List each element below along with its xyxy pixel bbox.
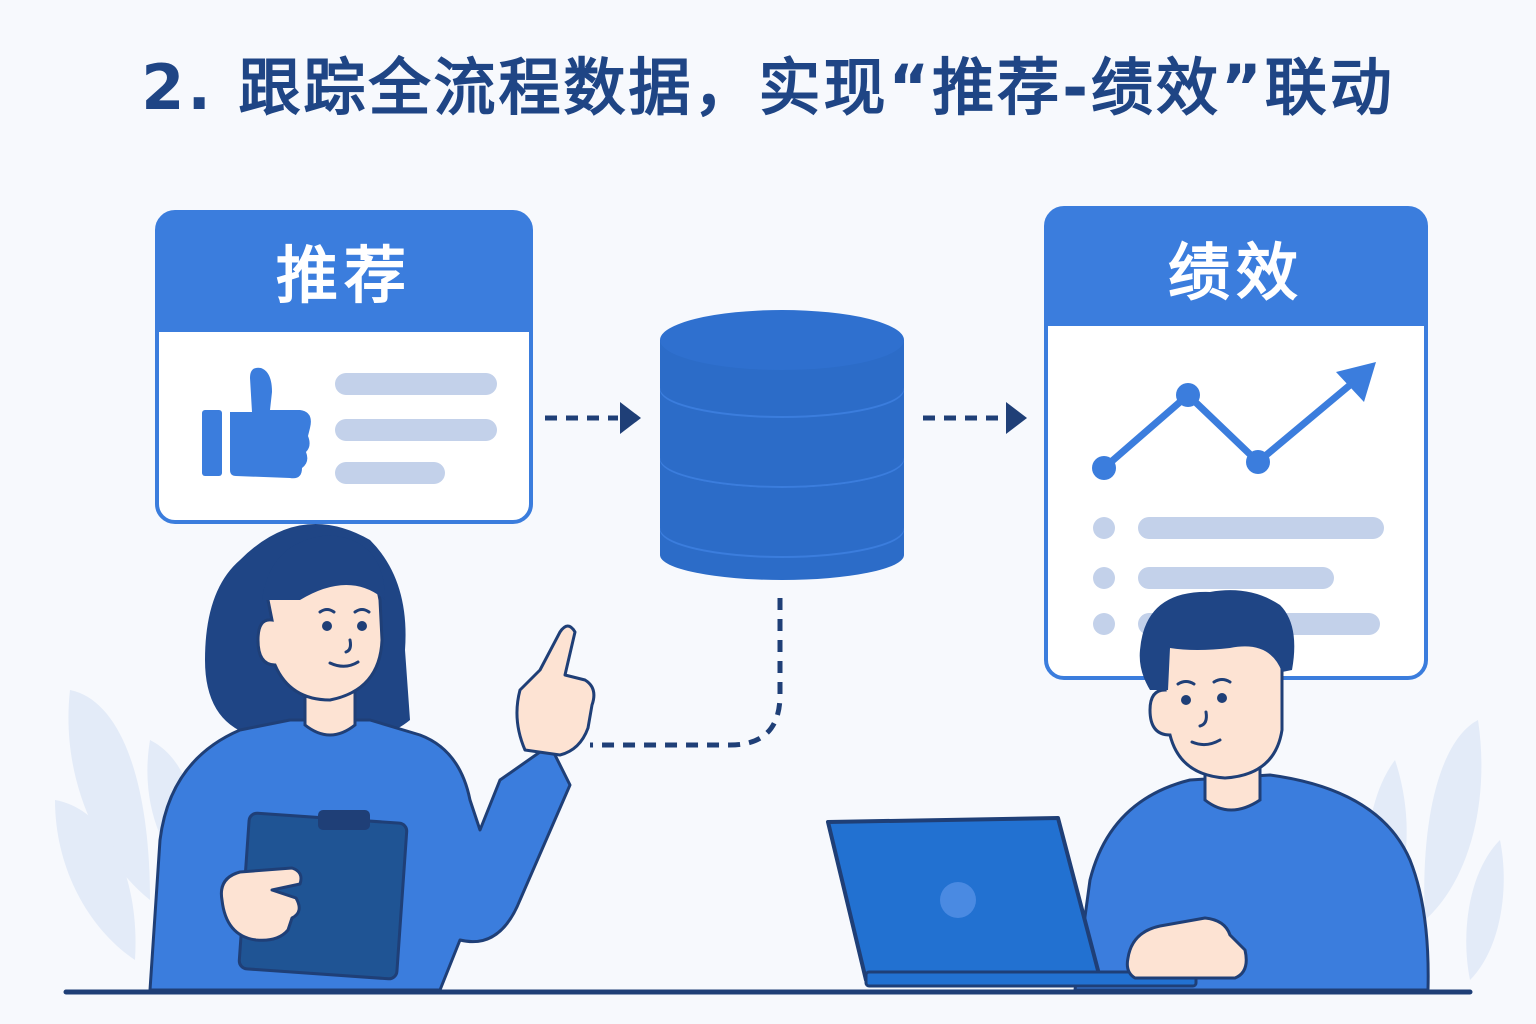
woman-eye	[357, 621, 367, 631]
woman-holding-hand	[219, 866, 303, 942]
man-hair	[1139, 590, 1295, 690]
laptop-icon	[826, 816, 1198, 988]
line-chart-icon	[1092, 362, 1376, 480]
recommend-text-line	[335, 419, 497, 441]
woman-eye	[322, 621, 332, 631]
recommend-text-line	[335, 462, 445, 484]
laptop-logo	[940, 882, 976, 918]
page-title: 2. 跟踪全流程数据，实现“推荐-绩效”联动	[141, 51, 1395, 124]
woman-pointing-hand	[515, 624, 596, 757]
woman-figure	[148, 524, 596, 992]
performance-card-title: 绩效	[1168, 236, 1304, 309]
performance-text-line	[1138, 517, 1384, 539]
man-eye	[1181, 695, 1191, 705]
recommend-card-header	[157, 212, 531, 332]
recommend-card-title: 推荐	[276, 239, 412, 312]
flow-link-database-to-person	[590, 598, 783, 748]
bullet-dot	[1093, 517, 1115, 539]
flow-arrow-to-database	[545, 402, 641, 434]
database-icon	[660, 310, 904, 580]
man-typing-hand	[1125, 916, 1248, 980]
recommend-card: 推荐	[155, 210, 533, 524]
performance-card-header	[1046, 208, 1426, 326]
recommend-text-line	[335, 373, 497, 395]
man-eye	[1217, 693, 1227, 703]
flow-arrow-to-performance	[923, 402, 1027, 434]
bullet-dot	[1093, 567, 1115, 589]
performance-card: 绩效	[1044, 206, 1428, 680]
performance-text-line	[1138, 567, 1334, 589]
bullet-dot	[1093, 613, 1115, 635]
thumbs-up-icon	[202, 367, 311, 479]
